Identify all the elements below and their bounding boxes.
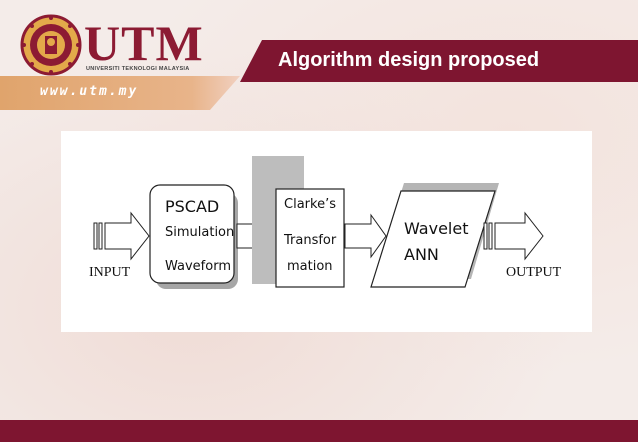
- title-bar: [240, 40, 638, 82]
- slide-header: UTM UNIVERSITI TEKNOLOGI MALAYSIA Algori…: [0, 0, 638, 120]
- input-arrow: [93, 211, 150, 261]
- utm-logo-subtitle: UNIVERSITI TEKNOLOGI MALAYSIA: [86, 66, 190, 72]
- url-bar: [0, 76, 240, 110]
- arrow-clarke-wavelet: [344, 213, 387, 259]
- pscad-waveform-label: Waveform: [165, 259, 231, 274]
- diagram-shapes: [93, 156, 544, 289]
- footer-bar: [0, 420, 638, 442]
- clarke-mation-label: mation: [287, 259, 333, 274]
- ann-label: ANN: [404, 245, 439, 264]
- output-arrow: [483, 211, 544, 261]
- utm-logo-text: UTM: [84, 15, 204, 71]
- website-url[interactable]: www.utm.my: [40, 84, 139, 99]
- algorithm-diagram: INPUT OUTPUT PSCAD Simulation Waveform C…: [61, 131, 592, 332]
- pscad-box: [149, 184, 235, 284]
- clarke-transfor-label: Transfor: [284, 233, 337, 248]
- slide-title: Algorithm design proposed: [278, 49, 540, 71]
- wavelet-box: [370, 190, 496, 288]
- wavelet-label: Wavelet: [404, 219, 469, 238]
- output-label: OUTPUT: [506, 265, 562, 280]
- pscad-label: PSCAD: [165, 197, 220, 216]
- clarke-label: Clarke’s: [284, 197, 336, 212]
- utm-crest-icon: [20, 14, 82, 76]
- input-label: INPUT: [89, 265, 131, 280]
- clarke-box: [275, 188, 345, 288]
- pscad-simulation-label: Simulation: [165, 225, 235, 240]
